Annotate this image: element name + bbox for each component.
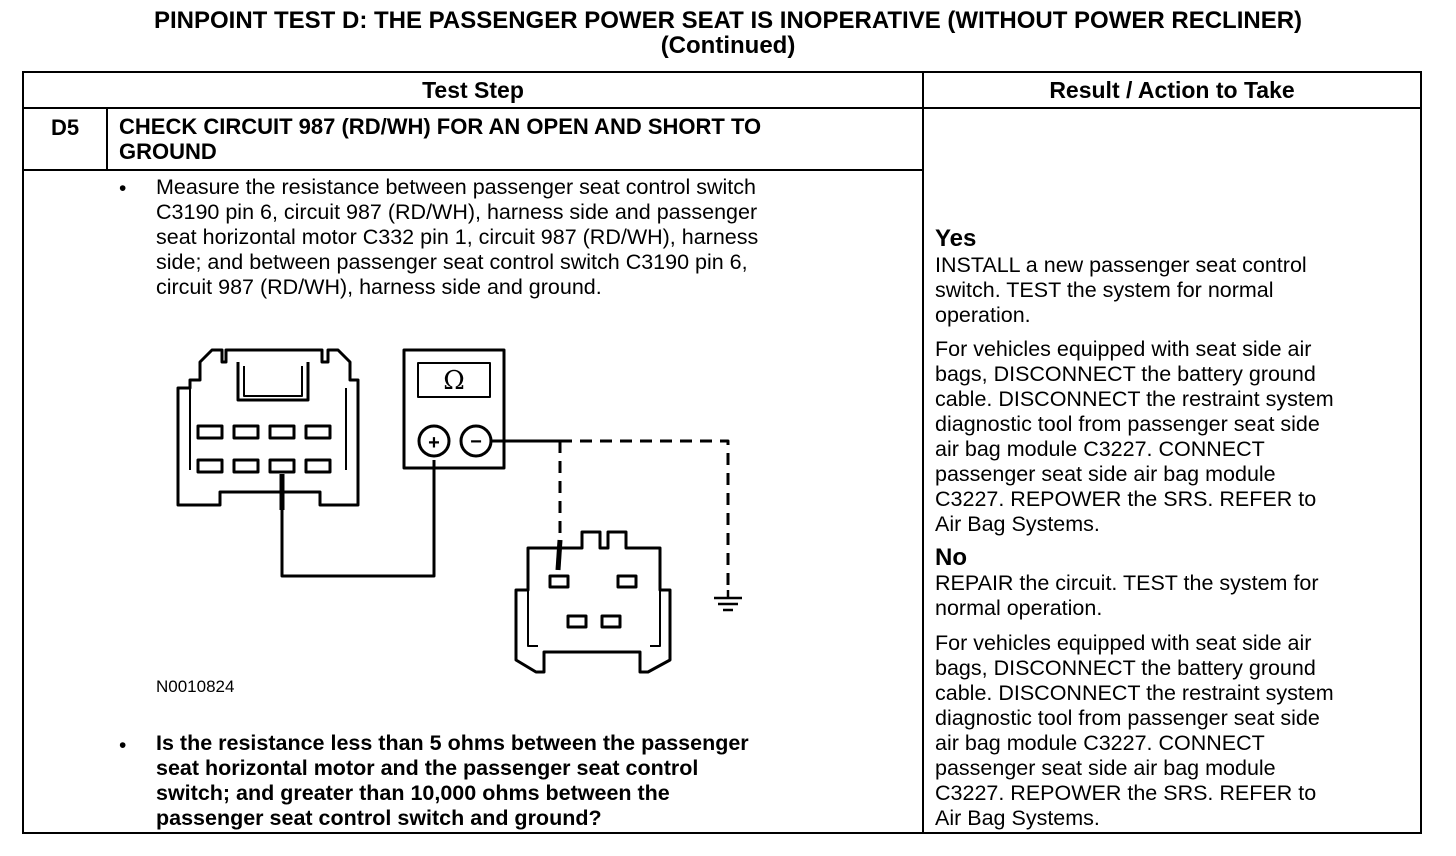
yes-action-line: switch. TEST the system for normal (935, 278, 1274, 302)
no-note-line: passenger seat side air bag module (935, 756, 1276, 780)
yes-note-line: diagnostic tool from passenger seat side (935, 412, 1320, 436)
column-divider (922, 73, 924, 832)
no-note-line: C3227. REPOWER the SRS. REFER to (935, 781, 1317, 805)
bullet-marker: • (119, 177, 127, 200)
yes-note-line: passenger seat side air bag module (935, 462, 1276, 486)
figure-code: N0010824 (156, 677, 235, 696)
no-note-line: For vehicles equipped with seat side air (935, 631, 1312, 655)
step-title: CHECK CIRCUIT 987 (RD/WH) FOR AN OPEN AN… (119, 114, 899, 164)
instruction-line: Measure the resistance between passenger… (156, 175, 756, 199)
header-divider (24, 107, 1420, 109)
question-line: switch; and greater than 10,000 ohms bet… (156, 781, 670, 805)
no-action: REPAIR the circuit. TEST the system for … (935, 571, 1420, 621)
instruction-line: side; and between passenger seat control… (156, 250, 748, 274)
page-subtitle: (Continued) (660, 32, 796, 59)
no-note-line: Air Bag Systems. (935, 806, 1100, 830)
no-action-line: REPAIR the circuit. TEST the system for (935, 571, 1319, 595)
switch-connector-icon (176, 348, 360, 507)
bullet-marker: • (119, 734, 127, 757)
question-line: Is the resistance less than 5 ohms betwe… (156, 731, 749, 755)
step-title-line: CHECK CIRCUIT 987 (RD/WH) FOR AN OPEN AN… (119, 114, 762, 139)
no-note-line: diagnostic tool from passenger seat side (935, 706, 1320, 730)
instruction-line: circuit 987 (RD/WH), harness side and gr… (156, 275, 602, 299)
yes-note: For vehicles equipped with seat side air… (935, 337, 1420, 537)
no-note: For vehicles equipped with seat side air… (935, 631, 1420, 831)
pinpoint-test-table: Test Step Result / Action to Take D5 CHE… (22, 71, 1422, 834)
yes-note-line: C3227. REPOWER the SRS. REFER to (935, 487, 1317, 511)
step-id-divider (106, 107, 108, 169)
instruction-text: Measure the resistance between passenger… (156, 175, 896, 300)
yes-note-line: Air Bag Systems. (935, 512, 1100, 536)
yes-note-line: bags, DISCONNECT the battery ground (935, 362, 1316, 386)
no-label: No (935, 544, 967, 571)
probe-icon (555, 539, 563, 571)
page-title: PINPOINT TEST D: THE PASSENGER POWER SEA… (153, 7, 1303, 34)
ground-icon (714, 590, 742, 612)
question-line: passenger seat control switch and ground… (156, 806, 602, 830)
yes-action-line: operation. (935, 303, 1031, 327)
yes-label: Yes (935, 225, 977, 252)
motor-connector-icon (514, 530, 672, 674)
probe-icon (279, 460, 436, 578)
no-note-line: bags, DISCONNECT the battery ground (935, 656, 1316, 680)
instruction-line: C3190 pin 6, circuit 987 (RD/WH), harnes… (156, 200, 758, 224)
step-id: D5 (50, 115, 80, 140)
yes-note-line: cable. DISCONNECT the restraint system (935, 387, 1334, 411)
question-line: seat horizontal motor and the passenger … (156, 756, 699, 780)
ohm-symbol: Ω (443, 366, 465, 396)
yes-note-line: For vehicles equipped with seat side air (935, 337, 1312, 361)
header-result-action: Result / Action to Take (1049, 77, 1295, 103)
question-text: Is the resistance less than 5 ohms betwe… (156, 731, 896, 831)
no-note-line: cable. DISCONNECT the restraint system (935, 681, 1334, 705)
yes-note-line: air bag module C3227. CONNECT (935, 437, 1265, 461)
minus-terminal-icon: − (470, 431, 482, 453)
yes-action-line: INSTALL a new passenger seat control (935, 253, 1307, 277)
no-note-line: air bag module C3227. CONNECT (935, 731, 1265, 755)
step-title-divider (24, 169, 922, 171)
plus-terminal-icon: + (428, 432, 440, 454)
instruction-line: seat horizontal motor C332 pin 1, circui… (156, 225, 759, 249)
step-title-line: GROUND (119, 139, 217, 164)
header-test-step: Test Step (422, 77, 524, 103)
no-action-line: normal operation. (935, 596, 1103, 620)
yes-action: INSTALL a new passenger seat control swi… (935, 253, 1420, 328)
